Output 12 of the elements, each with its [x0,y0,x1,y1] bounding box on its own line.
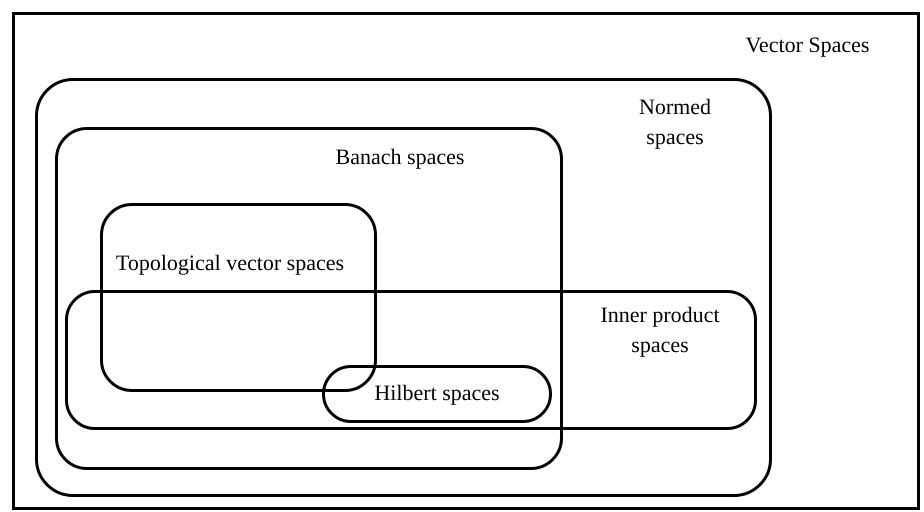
set-label: Hilbert spaces [373,379,501,407]
set-region [12,12,920,510]
set-region [100,203,377,392]
set-label: Banach spaces [334,143,466,171]
set-label: Vector Spaces [744,31,870,59]
set-region [322,365,552,423]
set-region [65,290,757,430]
set-region [35,78,772,497]
set-label: Normed spaces [638,93,712,151]
set-label: Inner product spaces [599,301,721,359]
set-region [55,127,563,470]
set-label: Topological vector spaces [115,249,345,277]
